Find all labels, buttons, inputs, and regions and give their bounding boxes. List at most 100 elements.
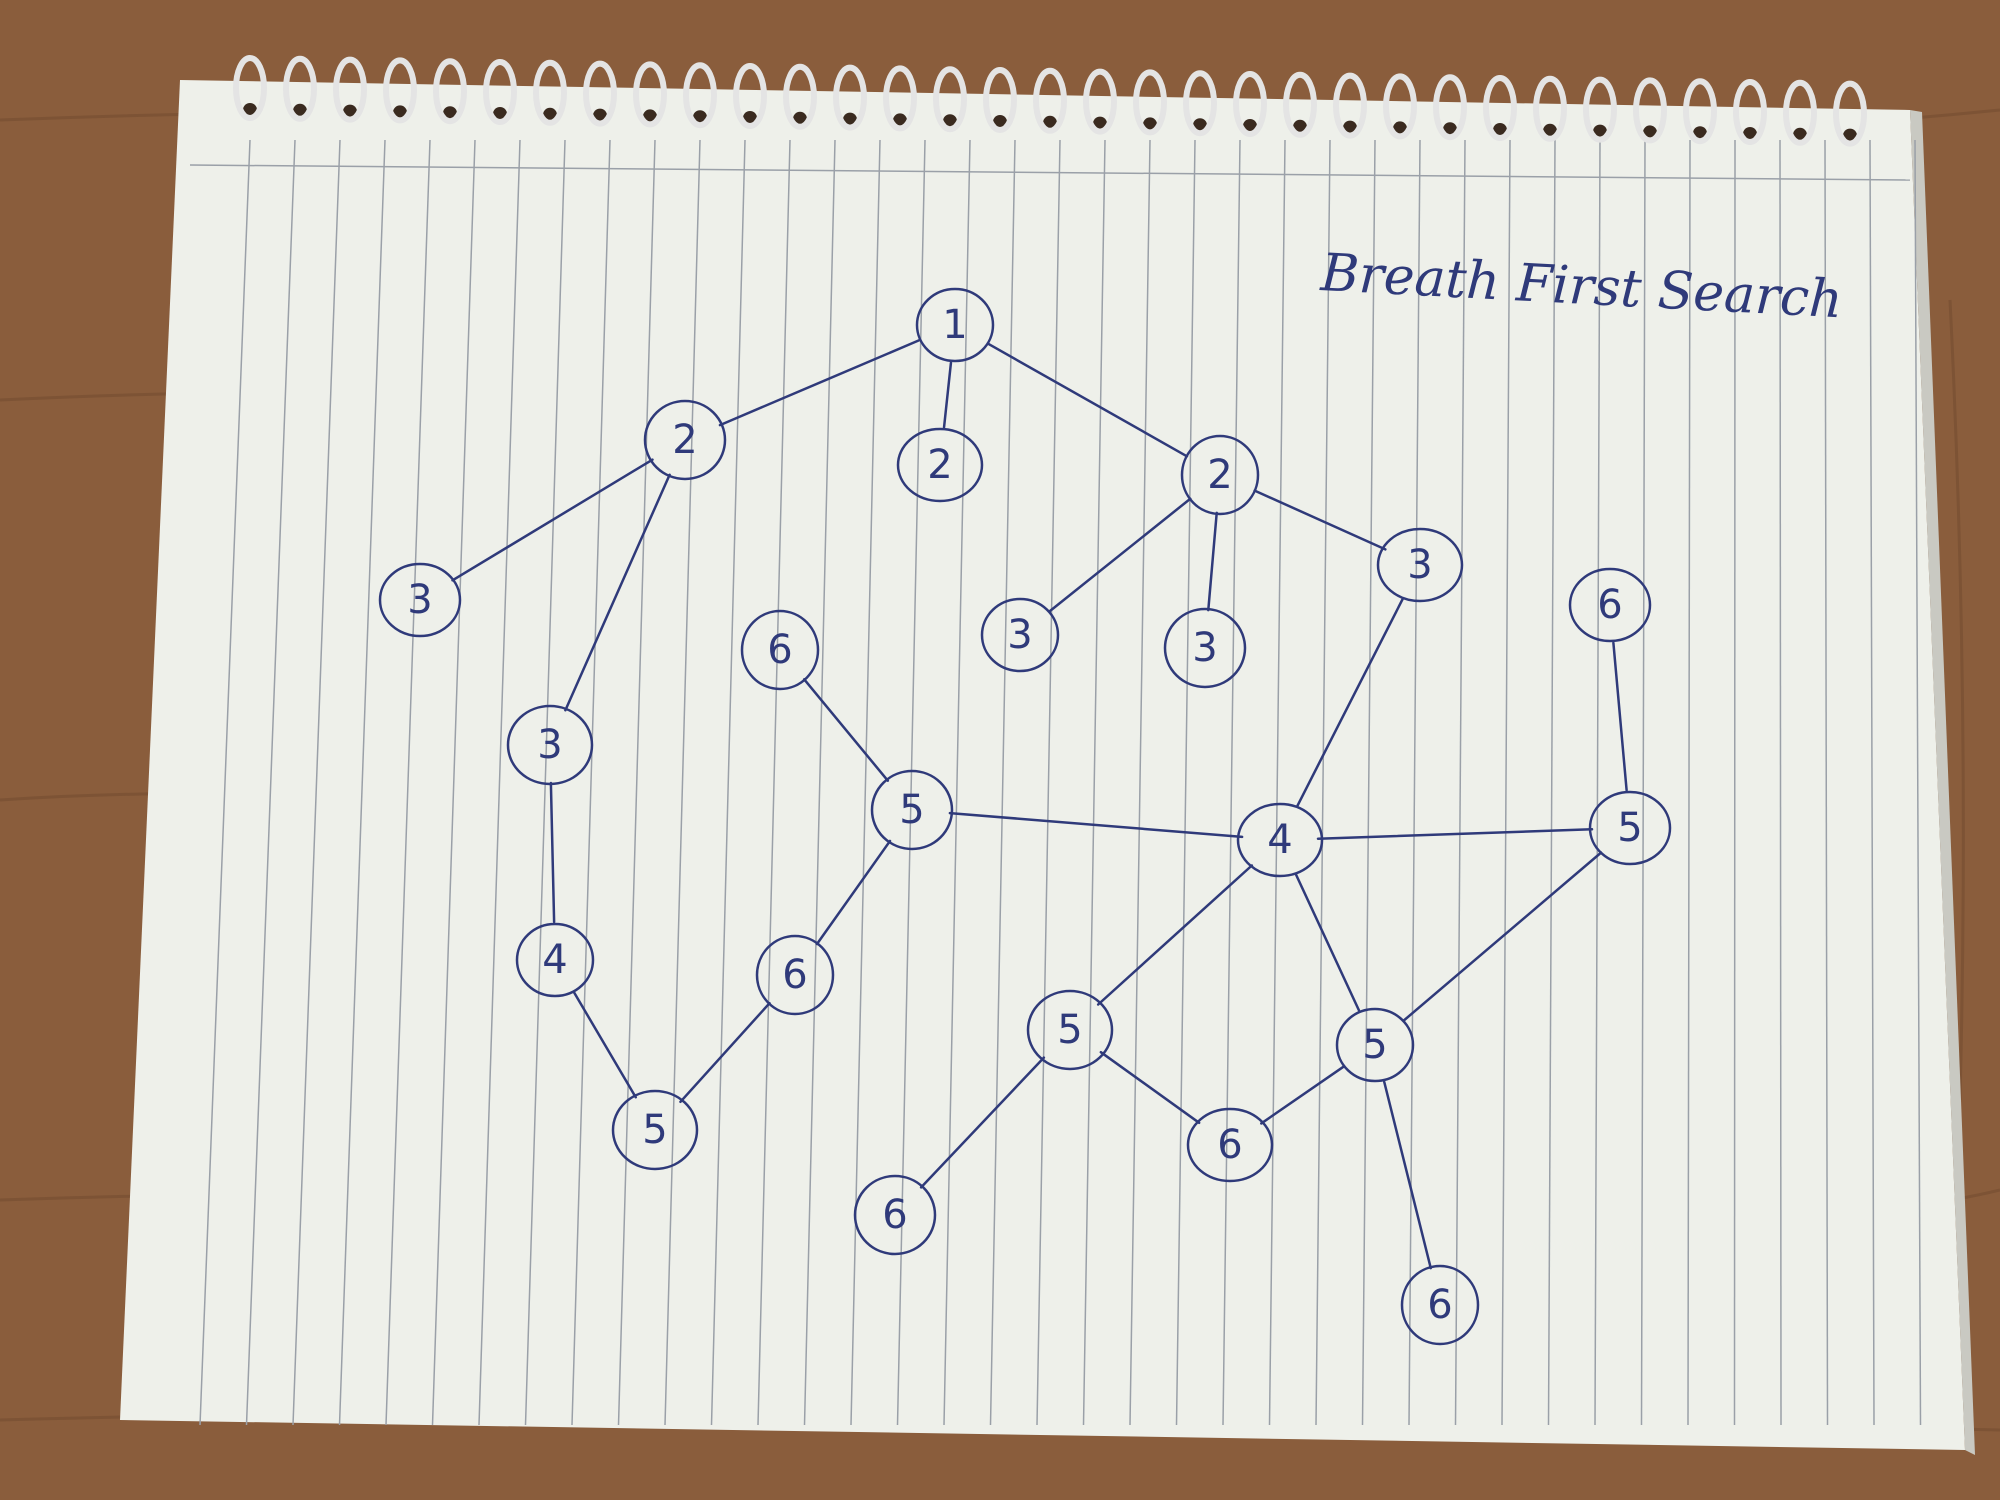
spiral-coil [1783, 79, 1817, 146]
ruled-line [1036, 139, 1061, 1426]
graph-node: 3 [1163, 607, 1247, 689]
graph-edge [573, 991, 637, 1099]
graph-node: 6 [755, 934, 835, 1016]
node-circle [515, 922, 595, 998]
spiral-binding [233, 55, 1867, 147]
graph-node: 5 [611, 1089, 699, 1171]
spiral-coil [533, 59, 567, 126]
node-label: 6 [1427, 1282, 1452, 1328]
graph-edge [802, 678, 890, 782]
node-label: 5 [1617, 805, 1642, 851]
spiral-coil [883, 65, 917, 132]
node-label: 2 [672, 417, 697, 463]
spiral-coil [1083, 68, 1117, 135]
node-circle [1180, 434, 1260, 516]
graph-edge [1096, 864, 1254, 1006]
graph-edge [564, 473, 671, 712]
ruled-line [1594, 139, 1601, 1426]
graph-edge [815, 839, 892, 946]
spiral-coil [433, 58, 467, 125]
graph-edge [718, 338, 922, 427]
graph-node: 6 [853, 1174, 937, 1256]
ruled-line [710, 139, 746, 1426]
graph-edge [942, 361, 953, 429]
spiral-coil [1133, 69, 1167, 136]
ruled-line [1547, 139, 1556, 1426]
node-circle [1236, 802, 1324, 878]
ruled-line [664, 139, 701, 1426]
node-circle [755, 934, 835, 1016]
node-label: 4 [542, 937, 567, 983]
spiral-coil [933, 66, 967, 133]
node-label: 1 [942, 302, 967, 348]
graph-node: 3 [1376, 527, 1464, 603]
spiral-coil [1733, 79, 1767, 145]
node-circle [1568, 567, 1652, 643]
node-circle [1588, 790, 1672, 866]
graph-node: 2 [1180, 434, 1260, 516]
graph-edge [1612, 641, 1628, 792]
graph-edge [679, 1001, 771, 1104]
ruled-line [1175, 139, 1196, 1426]
graph-node: 2 [896, 427, 984, 503]
ruled-line [1869, 139, 1875, 1426]
ruled-line [1824, 139, 1829, 1426]
spiral-coil [1283, 71, 1317, 138]
ruled-line [1454, 139, 1466, 1426]
graph-node: 6 [1186, 1107, 1274, 1183]
graph-node: 6 [1400, 1264, 1480, 1346]
node-circle [980, 597, 1060, 673]
node-label: 3 [537, 722, 562, 768]
graph-edge [1382, 1080, 1433, 1270]
node-circle [506, 704, 594, 786]
graph-edge [948, 811, 1244, 839]
node-label: 6 [1217, 1122, 1242, 1168]
graph-edge [1316, 828, 1594, 840]
ruled-line [1315, 139, 1331, 1426]
spiral-coil [1483, 75, 1517, 141]
spiral-coil [733, 63, 767, 129]
node-label: 6 [767, 627, 792, 673]
node-circle [1186, 1107, 1274, 1183]
node-circle [378, 562, 462, 638]
spiral-coil [1233, 71, 1267, 137]
spiral-coil [333, 56, 367, 123]
graph-node: 1 [915, 287, 995, 363]
ruled-line [1222, 139, 1241, 1426]
graph-edge [1099, 1050, 1201, 1125]
ruled-line [1268, 139, 1286, 1426]
ruled-line [1129, 139, 1151, 1426]
graph-node: 6 [740, 609, 820, 691]
node-label: 5 [1057, 1007, 1082, 1053]
graph-edge [1048, 497, 1192, 613]
top-margin-line [189, 164, 1911, 181]
ruled-line [1082, 139, 1106, 1426]
spiral-coil [583, 60, 617, 127]
graph-node: 5 [1026, 989, 1114, 1071]
node-label: 2 [1207, 452, 1232, 498]
graph-node: 3 [980, 597, 1060, 673]
ruled-line [431, 139, 476, 1426]
spiral-coil [1583, 76, 1617, 143]
spiral-coil [1533, 75, 1567, 142]
ruled-line [245, 139, 296, 1426]
node-circle [1376, 527, 1464, 603]
graph-edge [919, 1056, 1046, 1189]
graph-node: 4 [515, 922, 595, 998]
ruled-line [803, 139, 836, 1426]
node-circle [1400, 1264, 1480, 1346]
spiral-coil [1333, 72, 1367, 139]
ruled-line [943, 139, 971, 1426]
spiral-coil [1383, 73, 1417, 140]
graph-node: 3 [378, 562, 462, 638]
ruled-line [1501, 139, 1511, 1426]
graph-edge [1253, 489, 1387, 551]
ruled-line [292, 139, 341, 1426]
node-label: 6 [782, 952, 807, 998]
ruled-line [989, 139, 1016, 1426]
spiral-coil [983, 67, 1017, 133]
node-label: 6 [882, 1192, 907, 1238]
spiral-coil [1433, 74, 1467, 141]
